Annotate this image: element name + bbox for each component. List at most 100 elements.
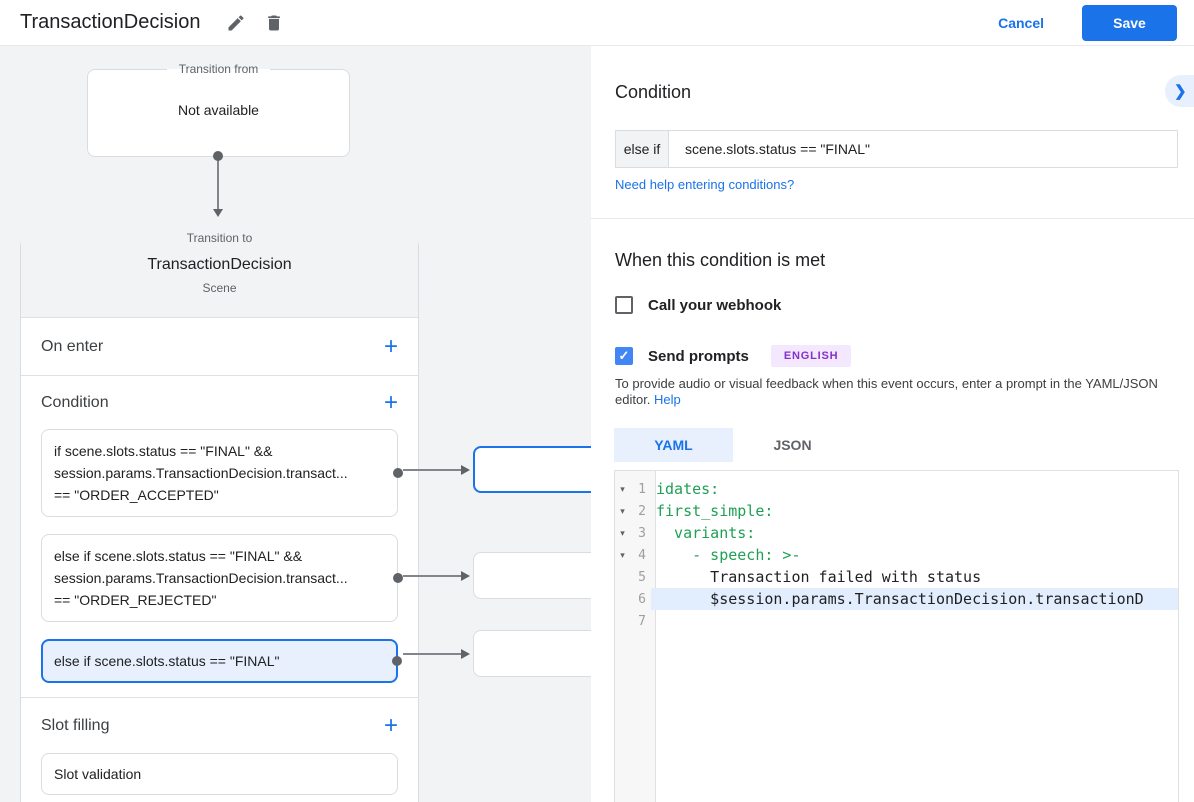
connector-line [217, 160, 219, 210]
condition-text: session.params.TransactionDecision.trans… [54, 465, 348, 481]
tab-yaml[interactable]: YAML [614, 428, 733, 462]
condition-item-3-selected[interactable]: else if scene.slots.status == "FINAL" [41, 639, 402, 683]
connector-dot [392, 656, 402, 666]
code-text: first_simple: [656, 502, 774, 520]
flow-canvas: Transition from Not available Transition… [0, 46, 599, 802]
condition-label: Condition [41, 393, 109, 411]
editor-line-active[interactable]: 6 $session.params.TransactionDecision.tr… [615, 588, 1178, 610]
panel-title: Condition [615, 82, 692, 102]
editor-line[interactable]: ▾ 1 idates: [615, 478, 1178, 500]
page-title: TransactionDecision [20, 11, 201, 33]
condition-item-1[interactable]: if scene.slots.status == "FINAL" && sess… [41, 429, 403, 517]
fold-arrow-icon[interactable]: ▾ [620, 483, 625, 494]
top-bar: TransactionDecision Cancel Save [0, 0, 1194, 46]
condition-text: else if scene.slots.status == "FINAL" [54, 653, 280, 669]
transition-from-legend: Transition from [178, 62, 259, 76]
slot-filling-label: Slot filling [41, 716, 110, 734]
condition-header-row[interactable]: Condition + [21, 376, 418, 429]
language-badge: ENGLISH [770, 345, 852, 367]
condition-item-2[interactable]: else if scene.slots.status == "FINAL" &&… [41, 534, 403, 622]
on-enter-row[interactable]: On enter + [21, 318, 418, 376]
webhook-row: Call your webhook [615, 296, 781, 314]
trash-icon [268, 15, 281, 30]
fold-arrow-icon[interactable]: ▾ [620, 527, 625, 538]
arrow-down-icon [213, 209, 223, 217]
condition-editor-panel: Condition ❯ else if Need help entering c… [591, 46, 1194, 802]
condition-text: if scene.slots.status == "FINAL" && [54, 443, 273, 459]
add-slot-icon[interactable]: + [383, 711, 398, 739]
delete-scene-button[interactable] [262, 11, 286, 35]
condition-expression-input[interactable] [669, 131, 1177, 167]
connector-dot [393, 573, 403, 583]
add-condition-icon[interactable]: + [383, 388, 398, 416]
editor-line[interactable]: 7 [615, 610, 1178, 632]
arrow-right-icon [461, 571, 470, 581]
editor-gutter [615, 471, 656, 802]
code-text [651, 610, 1178, 632]
format-tabs: YAML JSON [614, 428, 852, 462]
line-number: 1 [638, 481, 646, 497]
code-text: variants: [656, 524, 756, 542]
collapse-panel-button[interactable]: ❯ [1165, 75, 1194, 107]
send-prompts-checkbox[interactable]: ✓ [615, 347, 633, 365]
send-prompts-label: Send prompts [648, 347, 749, 365]
line-number: 4 [638, 547, 646, 563]
condition-text: == "ORDER_REJECTED" [54, 592, 217, 608]
conditions-help-link[interactable]: Need help entering conditions? [615, 177, 795, 192]
code-text: - speech: >- [656, 546, 801, 564]
connector-line [403, 469, 461, 471]
editor-line[interactable]: ▾ 4 - speech: >- [615, 544, 1178, 566]
code-text: $session.params.TransactionDecision.tran… [651, 588, 1178, 610]
line-number: 3 [638, 525, 646, 541]
code-text: Transaction failed with status [656, 568, 982, 586]
transition-to-card: Transition to TransactionDecision Scene … [20, 231, 419, 802]
slot-filling-header-row[interactable]: Slot filling + [21, 698, 418, 753]
cancel-button[interactable]: Cancel [998, 14, 1044, 31]
line-number: 7 [638, 613, 646, 629]
scene-name: TransactionDecision [147, 256, 292, 273]
editor-line[interactable]: 5 Transaction failed with status [615, 566, 1178, 588]
chevron-right-icon: ❯ [1174, 83, 1187, 100]
fold-arrow-icon[interactable]: ▾ [620, 549, 625, 560]
condition-text: session.params.TransactionDecision.trans… [54, 570, 348, 586]
condition-text: else if scene.slots.status == "FINAL" && [54, 548, 303, 564]
description-text: To provide audio or visual feedback when… [615, 376, 1158, 407]
connector-dot [213, 151, 223, 161]
edit-scene-button[interactable] [224, 11, 248, 35]
condition-met-title: When this condition is met [615, 250, 826, 270]
line-number: 5 [638, 569, 646, 585]
fold-arrow-icon[interactable]: ▾ [620, 505, 625, 516]
editor-line[interactable]: ▾ 2 first_simple: [615, 500, 1178, 522]
send-prompts-row: ✓ Send prompts ENGLISH [615, 345, 852, 367]
prompt-target-box-3[interactable] [473, 630, 599, 677]
scene-card-header: TransactionDecision Scene [21, 231, 418, 318]
prompt-description: To provide audio or visual feedback when… [615, 376, 1178, 408]
code-text: idates: [656, 480, 720, 498]
add-on-enter-icon[interactable]: + [383, 332, 398, 360]
pencil-icon [228, 14, 244, 30]
editor-line[interactable]: ▾ 3 variants: [615, 522, 1178, 544]
yaml-code-editor[interactable]: ▾ 1 idates: ▾ 2 first_simple: ▾ 3 varian… [614, 470, 1179, 802]
arrow-right-icon [461, 465, 470, 475]
slot-filling-section: Slot filling + Slot validation [21, 698, 418, 802]
help-link[interactable]: Help [654, 392, 681, 407]
call-webhook-label: Call your webhook [648, 296, 782, 314]
on-enter-label: On enter [41, 337, 104, 355]
condition-text: == "ORDER_ACCEPTED" [54, 487, 219, 503]
transition-from-value: Not available [178, 102, 259, 118]
line-number: 2 [638, 503, 646, 519]
condition-section: Condition + if scene.slots.status == "FI… [21, 376, 418, 698]
prompt-target-box-1[interactable] [473, 446, 599, 493]
prompt-target-box-2[interactable] [473, 552, 599, 599]
line-number: 6 [638, 591, 646, 607]
save-button[interactable]: Save [1082, 4, 1177, 41]
transition-to-legend: Transition to [186, 231, 253, 245]
connector-line [403, 575, 461, 577]
arrow-right-icon [461, 649, 470, 659]
connector-dot [393, 468, 403, 478]
slot-validation-item[interactable]: Slot validation [41, 753, 398, 795]
tab-json[interactable]: JSON [773, 437, 812, 453]
transition-from-box: Transition from Not available [87, 62, 350, 157]
scene-type-label: Scene [202, 281, 237, 295]
call-webhook-checkbox[interactable] [615, 296, 633, 314]
